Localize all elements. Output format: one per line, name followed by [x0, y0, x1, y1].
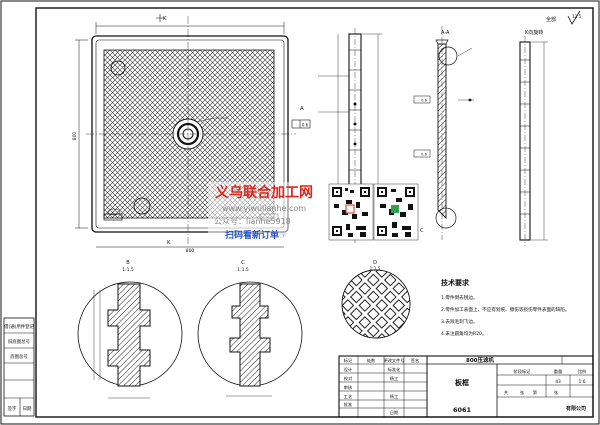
sheet-2: 第: [533, 389, 537, 396]
side-label-1: 旧底图总号: [8, 338, 31, 345]
mark-k-bottom: K: [167, 240, 171, 246]
dim-width: 800: [186, 248, 195, 254]
gdt-par: 0.6: [421, 99, 427, 103]
tech-item-1: 2.零件加工表面上，不应有划痕、擦伤等损伤零件表面的缺陷。: [441, 306, 569, 313]
stage-header-0: 阶段标记: [514, 368, 532, 375]
drawing-title: 800压滤机: [466, 356, 494, 364]
roughness-symbol-icon: [567, 10, 581, 25]
tb-row-4: 批准: [344, 401, 352, 408]
watermark: 义乌联合加工网 www.yiwulianhe.com 公众号：lianhe591…: [208, 182, 419, 241]
tech-title: 技术要求: [441, 278, 470, 287]
gdt-value: 0.6: [302, 123, 309, 128]
tb-head-4: 签名: [411, 357, 419, 364]
stage-header-1: 重量: [554, 368, 562, 375]
surface-finish-note: 全部 12.5: [546, 10, 582, 25]
material: 6061: [453, 406, 472, 414]
tech-item-0: 1.零件倒去锐边。: [441, 294, 478, 301]
watermark-scan: 扫码看新订单☞: [225, 229, 287, 241]
watermark-title: 义乌联合加工网: [215, 184, 313, 201]
side-label-3: 签字: [8, 405, 17, 412]
qty: 43: [555, 379, 561, 385]
tb-engineer-2: 杨工: [390, 393, 398, 400]
watermark-wechat: 公众号：lianhe5918: [214, 217, 291, 226]
side-register-panel: 借(通)用件登记 旧底图总号 底图总号 签字 日期: [3, 317, 34, 417]
part-name: 板框: [455, 378, 469, 387]
detail-b-circle: [438, 46, 458, 66]
detail-c-label: C: [241, 260, 245, 266]
tech-item-2: 3.去除毛刺飞边。: [441, 318, 478, 325]
company: 有限公司: [566, 405, 586, 412]
tb-head-3: 更改文件号: [384, 357, 405, 364]
qr-code-icon: [373, 183, 419, 241]
mark-a: A: [300, 106, 304, 112]
mark-c: C: [420, 228, 424, 234]
inner-frame: [35, 7, 594, 418]
section-a-a-view: A-A C 0.6 0.6: [413, 26, 474, 240]
detail-d-label: D: [373, 260, 377, 266]
side-label-0: 借(通)用件登记: [4, 323, 34, 330]
tb-engineer: 杨工: [390, 375, 398, 382]
tb-row-3: 工艺: [344, 394, 352, 399]
tech-requirements: 技术要求 1.零件倒去锐边。 2.零件加工表面上，不应有划痕、擦伤等损伤零件表面…: [441, 278, 569, 337]
corner-hole-icon: [133, 197, 151, 215]
tb-head-1: 处数: [367, 357, 376, 364]
sheet-0: 共: [504, 389, 508, 396]
section-aa-label: A-A: [441, 30, 450, 36]
detail-d-scale: 1:1.5: [370, 266, 381, 271]
view-k-label: K向旋转: [525, 29, 543, 36]
tb-row-right-0: 标准化: [388, 366, 401, 373]
surface-finish-label: 全部: [546, 16, 556, 23]
detail-c-circle: [435, 207, 457, 229]
detail-b-label: B: [126, 260, 130, 266]
side-label-4: 日期: [23, 406, 32, 412]
tb-row-0: 设计: [344, 366, 352, 373]
detail-b-view: B 1:1.5: [77, 260, 183, 399]
corner-hole-icon: [110, 60, 126, 76]
tb-row-1: 校对: [344, 375, 352, 382]
side-label-2: 底图总号: [10, 353, 28, 360]
tb-row-2: 审核: [344, 384, 353, 391]
sheet-3: 张: [554, 389, 559, 396]
title-block: 标记 处数 更改文件号 签名 设计 校对 审核 工艺 批准 标准化 杨工 杨工 …: [338, 355, 594, 418]
sheet-1: 张: [520, 389, 525, 396]
detail-c-view: C 1:1.5: [197, 260, 303, 397]
dim-height: 800: [72, 132, 78, 141]
tb-date: 日期: [390, 410, 398, 416]
detail-c-scale: 1:1.5: [237, 267, 249, 273]
detail-b-scale: 1:1.5: [122, 267, 134, 273]
mark-k-top: K: [163, 16, 167, 22]
stage-header-2: 比例: [578, 368, 586, 375]
watermark-url: www.yiwulianhe.com: [222, 204, 306, 213]
view-k: K向旋转: [519, 29, 548, 246]
scale: 1:6: [578, 379, 585, 385]
detail-d-view: D 1:1.5: [341, 260, 411, 339]
gdt-par-2: 0.6: [421, 153, 427, 157]
tech-item-3: 4.未注圆角均为R20。: [441, 330, 487, 337]
tb-head-0: 标记: [344, 357, 353, 364]
qr-code-icon: [328, 183, 374, 241]
gdt-frame: [291, 119, 311, 129]
